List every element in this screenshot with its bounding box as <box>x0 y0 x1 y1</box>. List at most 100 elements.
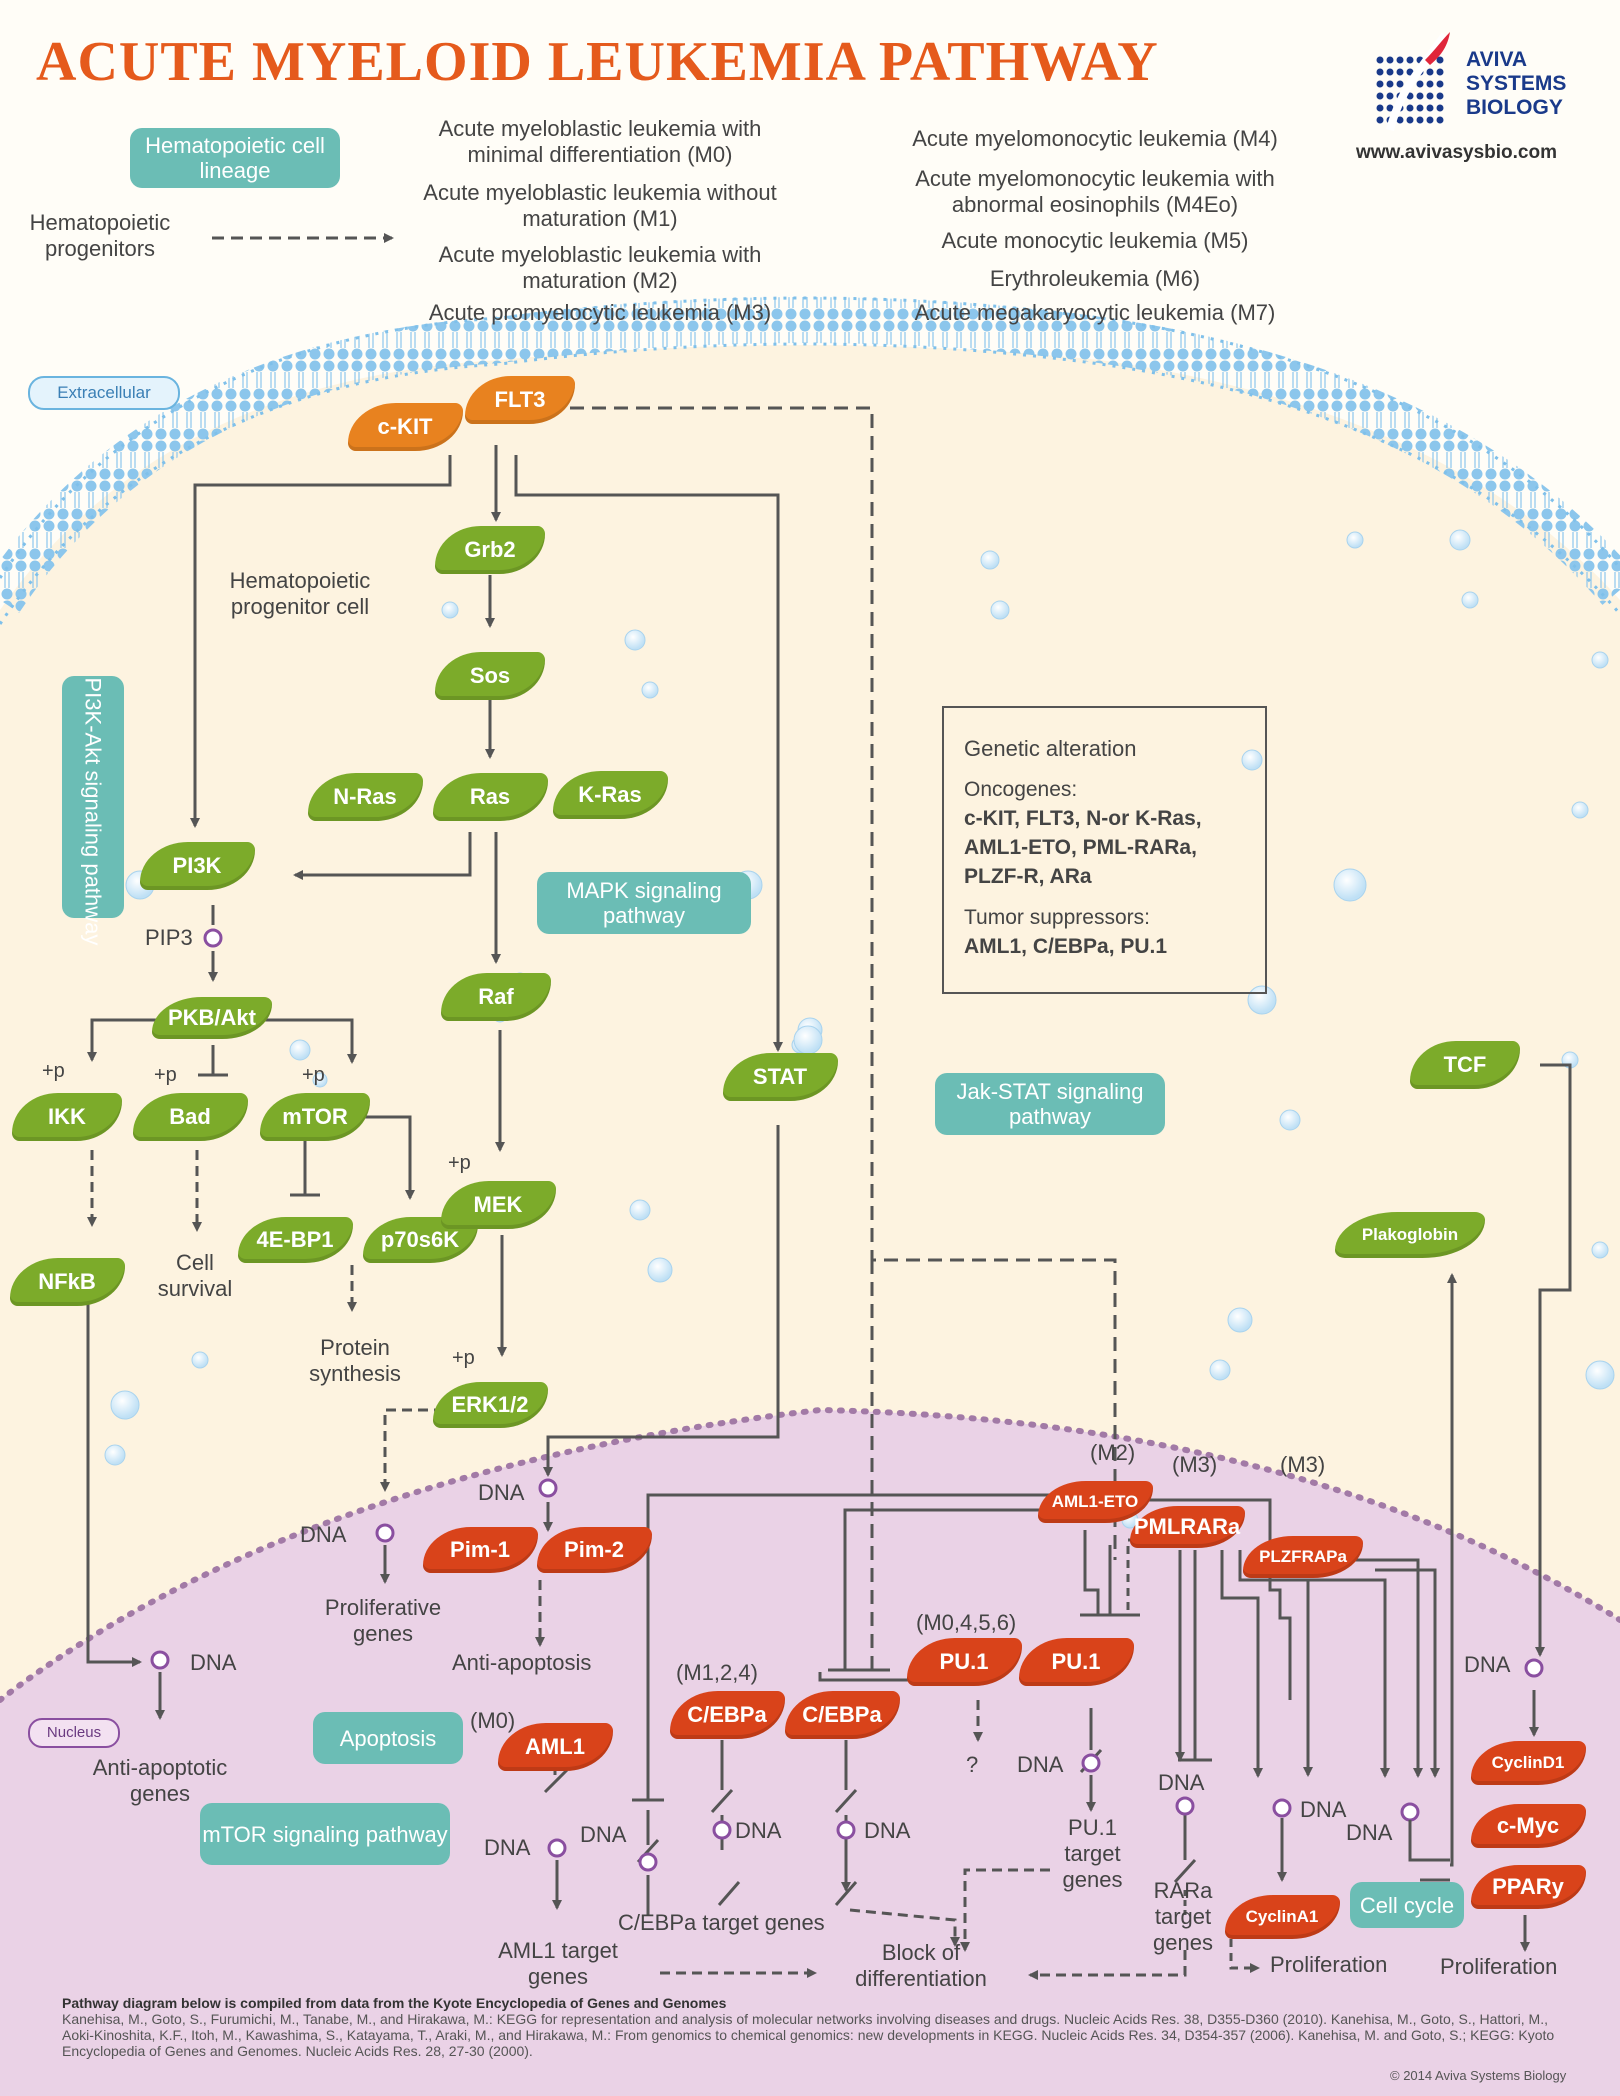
logo-line-1: AVIVA <box>1466 48 1528 71</box>
node-erk: ERK1/2 <box>432 1382 548 1428</box>
subtype-m6: Erythroleukemia (M6) <box>989 266 1201 291</box>
cell-label: Hematopoietic progenitor cell <box>229 568 371 619</box>
node-pu1a: PU.1 <box>906 1638 1022 1686</box>
dna-label-pu1: DNA <box>1017 1752 1064 1777</box>
node-grb2: Grb2 <box>435 526 545 574</box>
node-ikk: IKK <box>12 1093 122 1141</box>
subtype-m0: Acute myeloblastic leukemia with minimal… <box>438 116 762 167</box>
node-eb41: 4E-BP1 <box>237 1217 353 1263</box>
cell-survival-label: Cell survival <box>157 1250 233 1301</box>
pip3-label: PIP3 <box>145 925 193 950</box>
dna-label-stat: DNA <box>478 1480 525 1505</box>
m124-label: (M1,2,4) <box>676 1660 758 1685</box>
subtype-m5: Acute monocytic leukemia (M5) <box>941 228 1249 253</box>
node-tcf: TCF <box>1410 1041 1520 1089</box>
node-pim1: Pim-1 <box>422 1527 538 1573</box>
node-nfkb: NFkB <box>9 1258 125 1306</box>
node-aml1: AML1 <box>497 1723 613 1771</box>
pu1-targets-label: PU.1 target genes <box>1062 1815 1123 1892</box>
oncogenes-list: c-KIT, FLT3, N-or K-Ras, AML1-ETO, PML-R… <box>964 807 1202 888</box>
node-pim2: Pim-2 <box>536 1527 652 1573</box>
node-ras: Ras <box>432 773 548 821</box>
node-ppar: PPARy <box>1470 1865 1586 1909</box>
node-cmyc: c-Myc <box>1470 1804 1586 1848</box>
dna-label-cyclina1: DNA <box>1300 1797 1347 1822</box>
copyright: © 2014 Aviva Systems Biology <box>1390 2068 1567 2083</box>
dna-label-nfkb: DNA <box>190 1650 237 1675</box>
m2-label: (M2) <box>1090 1440 1136 1465</box>
lineage-legend-box: Hematopoietic cell lineage <box>130 128 340 188</box>
rara-targets-label: RARa target genes <box>1153 1878 1213 1955</box>
m0456-label: (M0,4,5,6) <box>916 1610 1017 1635</box>
oncogenes-label: Oncogenes: <box>964 778 1078 801</box>
plus-p-mtor: +p <box>302 1064 325 1086</box>
proliferation-label-b: Proliferation <box>1440 1954 1558 1979</box>
anti-apoptosis-label: Anti-apoptosis <box>452 1650 592 1675</box>
logo-line-3: BIOLOGY <box>1466 96 1563 119</box>
genetic-box-heading: Genetic alteration <box>964 736 1137 761</box>
dna-label-cebpa-c: DNA <box>864 1818 911 1843</box>
node-pmlrara: PMLRARa <box>1129 1506 1245 1548</box>
node-aml1eto: AML1-ETO <box>1037 1481 1153 1523</box>
logo-mark-icon <box>1376 32 1450 131</box>
page-title: ACUTE MYELOID LEUKEMIA PATHWAY <box>36 31 1159 93</box>
anti-apoptotic-genes-label: Anti-apoptotic genes <box>92 1755 228 1806</box>
plus-p-mek: +p <box>448 1152 471 1174</box>
suppressors-label: Tumor suppressors: <box>964 906 1150 929</box>
node-sos: Sos <box>435 652 545 700</box>
proliferation-label-a: Proliferation <box>1270 1952 1388 1977</box>
nucleus-label: Nucleus <box>28 1718 120 1748</box>
plus-p-erk: +p <box>452 1347 475 1369</box>
nucleus-region <box>0 1410 1620 2096</box>
protein-synthesis-label: Protein synthesis <box>309 1335 401 1386</box>
proliferative-genes-label: Proliferative genes <box>324 1595 442 1646</box>
dna-label-erk: DNA <box>300 1522 347 1547</box>
node-nras: N-Ras <box>307 773 423 821</box>
subtype-m4eo: Acute myelomonocytic leukemia with abnor… <box>915 166 1275 217</box>
node-plzfrara: PLZFRAPa <box>1243 1536 1363 1578</box>
node-cebpa2: C/EBPa <box>784 1691 900 1739</box>
node-raf: Raf <box>441 973 551 1021</box>
plus-p-ikk: +p <box>42 1060 65 1082</box>
node-cyclina1: CyclinA1 <box>1224 1895 1340 1939</box>
cell-cycle-pathway-box: Cell cycle <box>1350 1882 1464 1928</box>
subtype-m3: Acute promyelocytic leukemia (M3) <box>428 300 772 325</box>
subtype-m4: Acute myelomonocytic leukemia (M4) <box>912 126 1278 151</box>
extracellular-label: Extracellular <box>28 376 180 410</box>
dna-label-aml1: DNA <box>484 1835 531 1860</box>
node-mtor: mTOR <box>260 1093 370 1141</box>
aml1-targets-label: AML1 target genes <box>498 1938 618 1989</box>
node-bad: Bad <box>132 1093 248 1141</box>
suppressors-list: AML1, C/EBPa, PU.1 <box>964 935 1168 958</box>
node-plako: Plakoglobin <box>1335 1212 1485 1258</box>
subtype-m7: Acute megakaryocytic leukemia (M7) <box>914 300 1276 325</box>
cebpa-targets-label: C/EBPa target genes <box>618 1910 825 1935</box>
mapk-pathway-box: MAPK signaling pathway <box>537 872 751 934</box>
dna-label-tcf: DNA <box>1346 1820 1393 1845</box>
node-cyclind1: CyclinD1 <box>1470 1741 1586 1785</box>
node-cebpa1: C/EBPa <box>669 1691 785 1739</box>
mtor-pathway-box: mTOR signaling pathway <box>200 1803 450 1865</box>
references: Pathway diagram below is compiled from d… <box>62 1995 1562 2059</box>
node-stat: STAT <box>722 1053 838 1101</box>
node-pkb: PKB/Akt <box>152 997 272 1039</box>
genetic-alteration-box: Genetic alteration Oncogenes: c-KIT, FLT… <box>942 706 1267 994</box>
block-differentiation-label: Block of differentiation <box>855 1940 987 1991</box>
dna-label-cyclind1: DNA <box>1464 1652 1511 1677</box>
m3-label-b: (M3) <box>1280 1452 1326 1477</box>
cell-membrane <box>0 297 1620 613</box>
progenitors-label: Hematopoietic progenitors <box>29 210 171 261</box>
subtype-m2: Acute myeloblastic leukemia with maturat… <box>438 242 762 293</box>
question-label: ? <box>966 1752 979 1777</box>
logo-line-2: SYSTEMS <box>1466 72 1567 95</box>
references-heading: Pathway diagram below is compiled from d… <box>62 1995 727 2011</box>
dna-label-cebpa-a: DNA <box>580 1822 627 1847</box>
dna-markers <box>150 928 1544 1872</box>
jak-stat-pathway-box: Jak-STAT signaling pathway <box>935 1073 1165 1135</box>
company-logo: AVIVA SYSTEMS BIOLOGY <box>1370 30 1600 140</box>
m0-label: (M0) <box>470 1708 516 1733</box>
dna-label-rara: DNA <box>1158 1770 1205 1795</box>
node-kras: K-Ras <box>552 771 668 819</box>
node-ckit: c-KIT <box>347 403 463 451</box>
apoptosis-pathway-box: Apoptosis <box>313 1712 463 1764</box>
